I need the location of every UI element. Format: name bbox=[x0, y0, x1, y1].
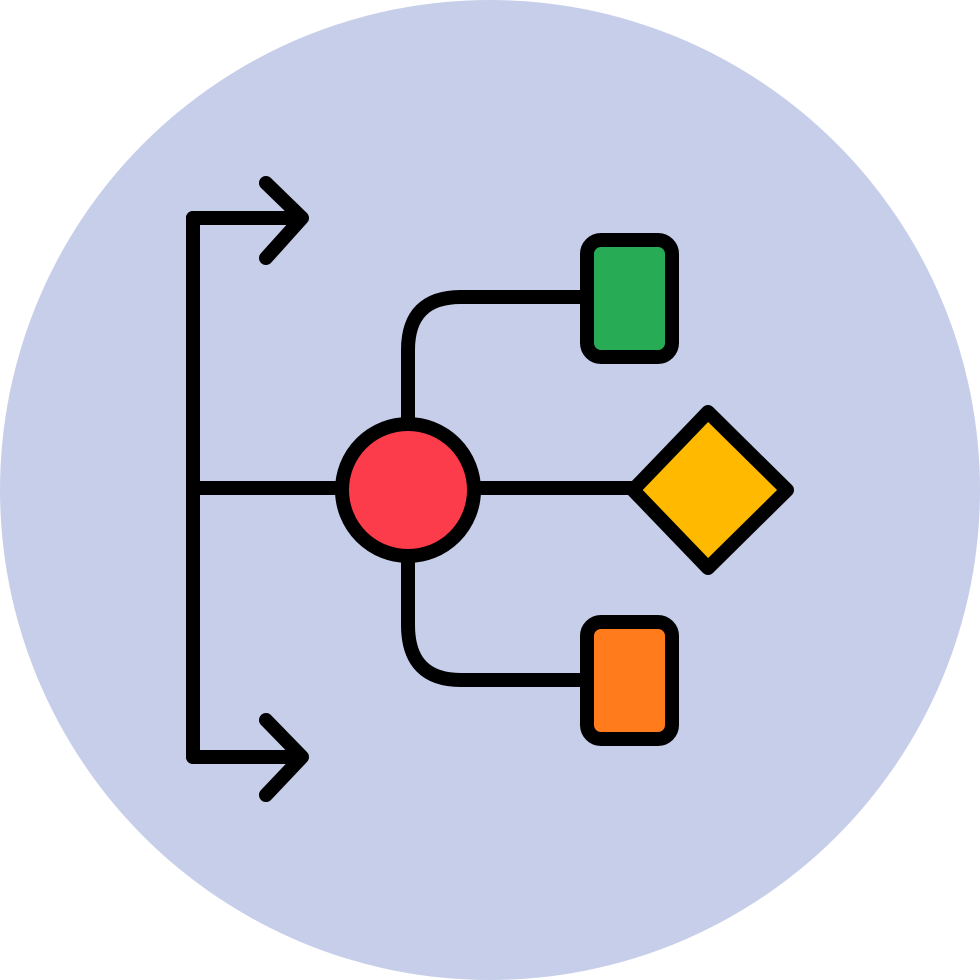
green-process-node bbox=[580, 233, 679, 364]
bottom-branch-connector bbox=[401, 551, 592, 687]
top-arrow-icon bbox=[259, 176, 309, 265]
top-branch-connector bbox=[401, 290, 592, 427]
bottom-arrow-icon bbox=[259, 713, 309, 802]
yellow-decision-node bbox=[626, 405, 794, 575]
orange-process-node bbox=[580, 615, 679, 746]
red-hub-node bbox=[335, 417, 481, 563]
